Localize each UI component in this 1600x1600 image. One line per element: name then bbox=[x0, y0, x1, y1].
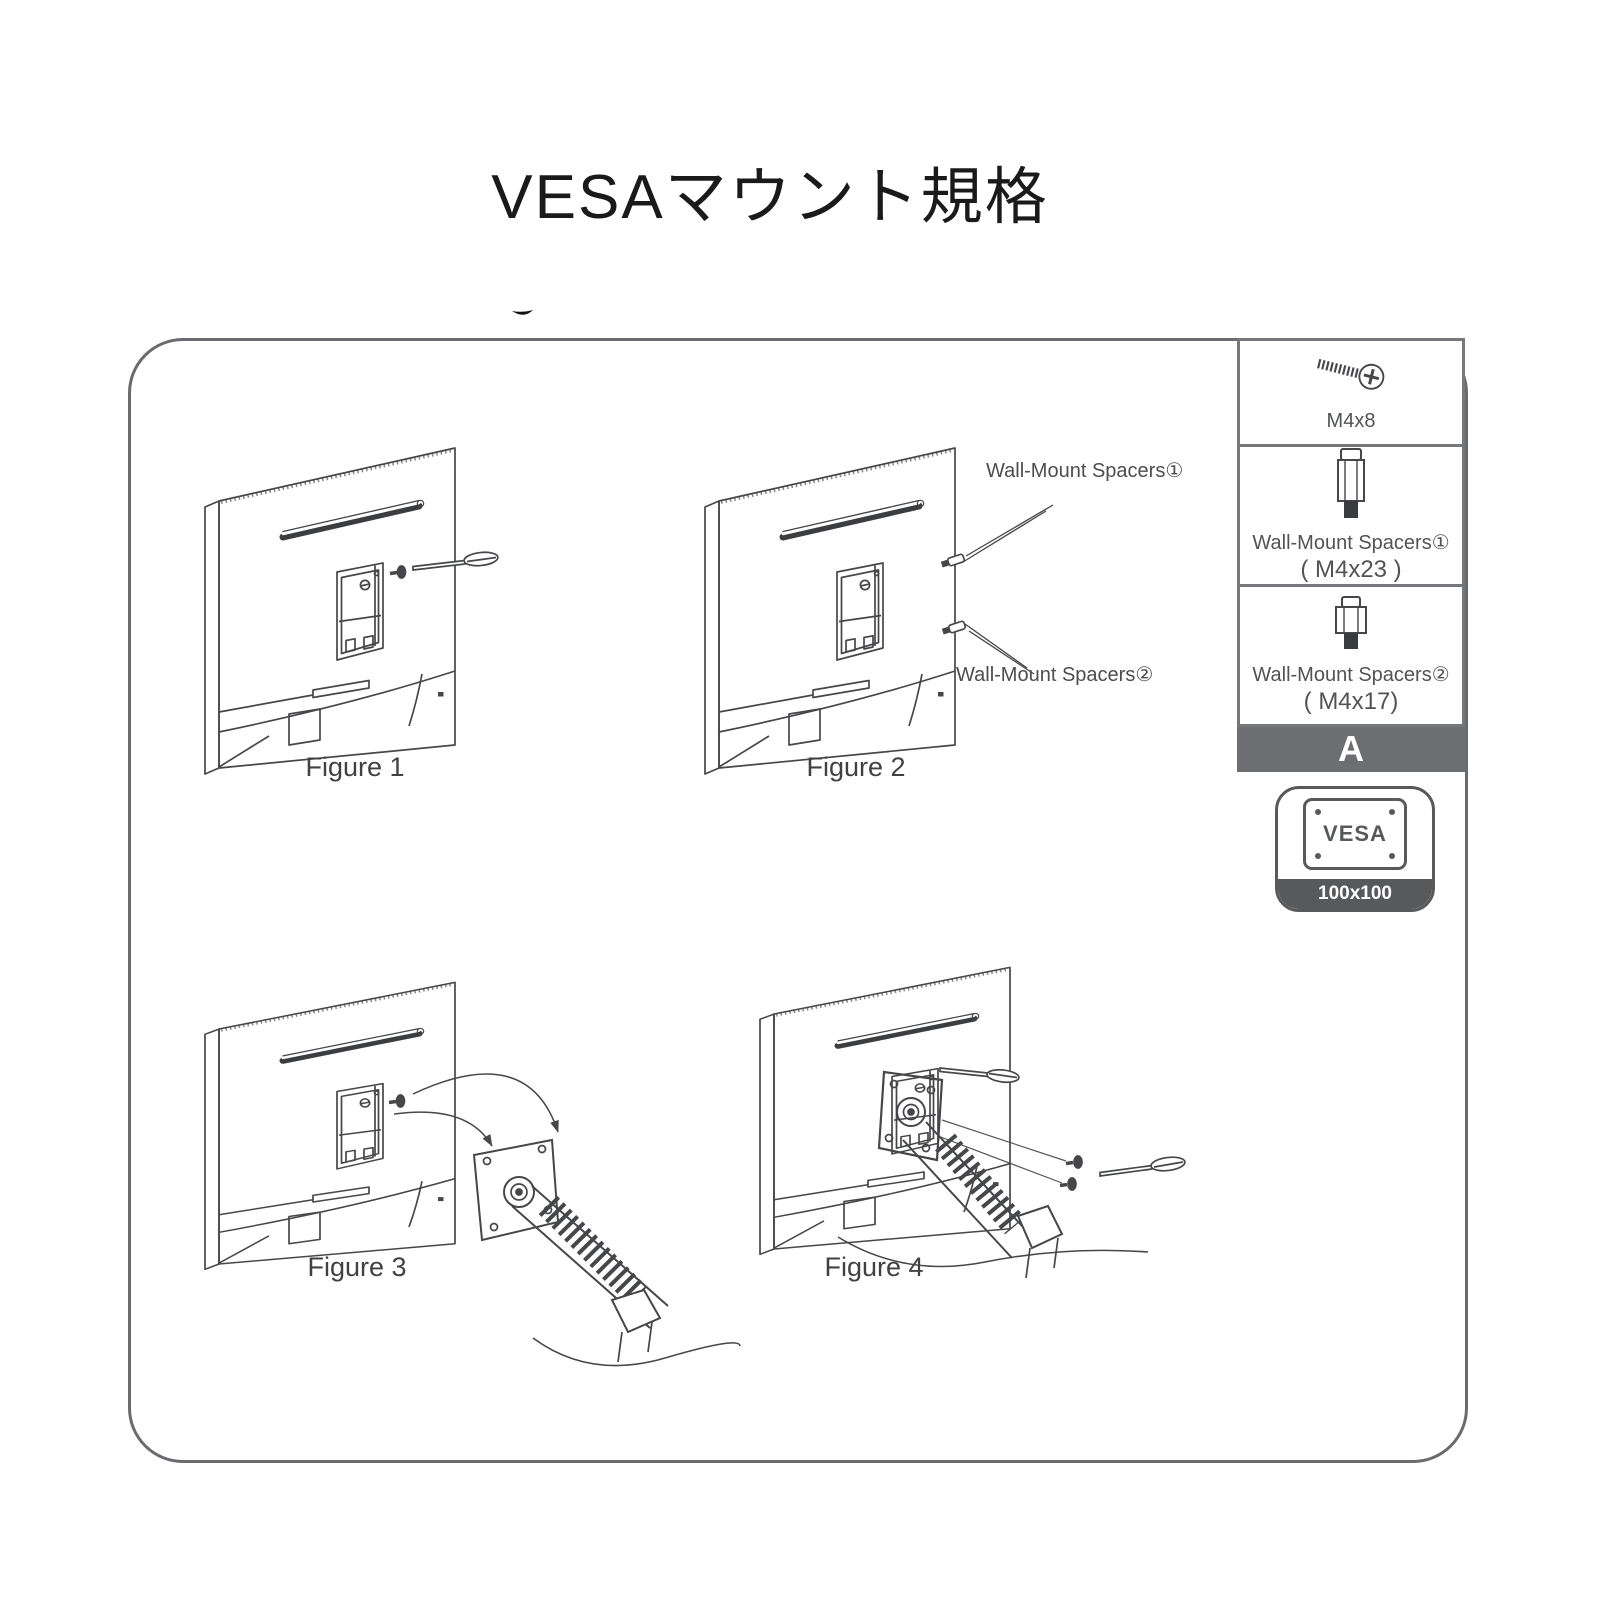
vesa-size-label: 100x100 bbox=[1278, 879, 1432, 909]
part-name: M4x8 bbox=[1326, 409, 1376, 432]
part-size: ( M4x23 ) bbox=[1300, 556, 1402, 583]
part-name: Wall-Mount Spacers② bbox=[1252, 664, 1450, 686]
vesa-hole-dot bbox=[1389, 853, 1395, 859]
vesa-hole-dot bbox=[1315, 853, 1321, 859]
figure-2-caption: Figure 2 bbox=[806, 752, 906, 782]
vesa-100x100-badge: VESA 100x100 bbox=[1275, 786, 1435, 912]
parts-table: M4x8 Wall-Mount Spacers① ( M4x23 ) bbox=[1237, 338, 1465, 727]
page-title: VESAマウント規格 bbox=[491, 163, 1049, 232]
vesa-plate-icon: VESA bbox=[1303, 798, 1407, 870]
figure-1-caption: Figure 1 bbox=[305, 752, 405, 782]
callout-wall-mount-spacers-2: Wall-Mount Spacers② bbox=[956, 664, 1154, 686]
wall-mount-spacer-1-icon bbox=[1329, 447, 1373, 526]
vesa-plate-area: VESA bbox=[1278, 789, 1432, 879]
figure-3-caption: Figure 3 bbox=[307, 1252, 407, 1282]
parts-row-m4x8: M4x8 bbox=[1240, 341, 1462, 444]
kit-label-banner: A bbox=[1237, 727, 1465, 772]
stray-tick-mark bbox=[512, 310, 533, 315]
vesa-hole-dot bbox=[1389, 809, 1395, 815]
wall-mount-spacer-2-icon bbox=[1326, 595, 1376, 658]
figures-panel bbox=[128, 338, 1468, 1463]
callout-wall-mount-spacers-1: Wall-Mount Spacers① bbox=[986, 460, 1184, 482]
vesa-hole-dot bbox=[1315, 809, 1321, 815]
part-name: Wall-Mount Spacers① bbox=[1252, 532, 1450, 554]
vesa-label: VESA bbox=[1323, 821, 1387, 846]
parts-row-spacer-1: Wall-Mount Spacers① ( M4x23 ) bbox=[1240, 444, 1462, 584]
part-size: ( M4x17) bbox=[1303, 688, 1399, 715]
screw-m4x8-icon bbox=[1303, 353, 1399, 406]
figure-4-caption: Figure 4 bbox=[824, 1252, 924, 1282]
parts-row-spacer-2: Wall-Mount Spacers② ( M4x17) bbox=[1240, 584, 1462, 724]
